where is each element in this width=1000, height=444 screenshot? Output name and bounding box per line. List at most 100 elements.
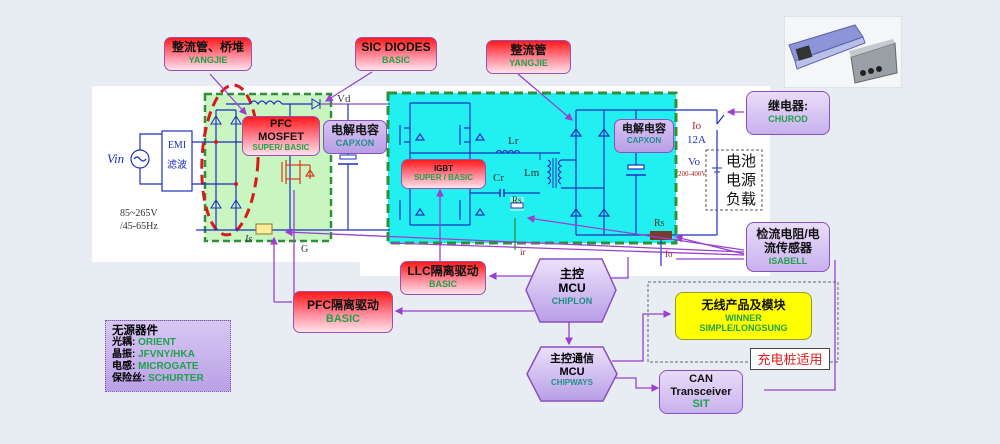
- lr-inductor-icon: [495, 149, 521, 155]
- callout-title: 整流管: [510, 43, 547, 57]
- passive-item-label: 电感:: [112, 361, 136, 372]
- callout-title-2: MCU: [558, 280, 586, 295]
- callout-title: 整流管、桥堆: [171, 40, 244, 54]
- battery-load-box: [705, 149, 763, 211]
- callout-vendor: CHIPWAYS: [551, 378, 593, 388]
- passive-components-panel: 无源器件 光耦: ORIENT 晶振: JFVNY/HKA 电感: MICROG…: [105, 320, 231, 392]
- battery-label-3: 负载: [726, 191, 757, 208]
- callout-sic-diodes[interactable]: SIC DIODES BASIC: [355, 37, 437, 71]
- callout-title-1: PFC: [270, 118, 292, 130]
- vo-range: 200-400V: [678, 170, 707, 178]
- callout-vendor-2: SIMPLE/LONGSUNG: [699, 323, 788, 334]
- lm-label: Lm: [524, 167, 540, 179]
- vin-label: Vin: [107, 151, 125, 166]
- callout-llc-driver[interactable]: LLC隔离驱动 BASIC: [400, 261, 486, 295]
- callout-title: 电解电容: [622, 123, 666, 135]
- pfc-diode-icon: [311, 98, 321, 110]
- rs-primary-label: Rs: [512, 195, 522, 205]
- callout-pfc-driver[interactable]: PFC隔离驱动 BASIC: [293, 291, 393, 333]
- callout-pfc-capacitor[interactable]: 电解电容 CAPXON: [323, 120, 387, 154]
- pfc-inductor-icon: [249, 100, 283, 106]
- is-sense-resistor-icon: [255, 223, 273, 235]
- callout-vendor: BASIC: [325, 312, 361, 325]
- callout-relay[interactable]: 继电器: CHUROD: [746, 91, 830, 135]
- passive-item-label: 晶振:: [112, 349, 136, 360]
- callout-igbt[interactable]: IGBT SUPER / BASIC: [401, 159, 486, 189]
- callout-vendor: CHIPLON: [551, 295, 593, 306]
- rs-primary-resistor-icon: [510, 202, 524, 209]
- callout-title-2: Transceiver: [670, 385, 732, 398]
- main-mcu-hexagon: [525, 258, 617, 323]
- passive-item-vendor: JFVNY/HKA: [138, 349, 195, 360]
- callout-title-2: 流传感器: [763, 240, 812, 255]
- callout-vendor-1: WINNER: [725, 312, 762, 323]
- relay-switch-icon: [716, 114, 725, 125]
- callout-can-transceiver[interactable]: CAN Transceiver SIT: [659, 370, 743, 414]
- pfc-mosfet-icon: [281, 160, 316, 184]
- emi-filter-block: [161, 130, 193, 192]
- callout-vendor: CAPXON: [626, 135, 662, 145]
- rs-output-label: Rs: [654, 218, 665, 229]
- callout-vendor: ISABELL: [768, 255, 808, 266]
- callout-vendor: SIT: [692, 398, 710, 411]
- comm-mcu-hexagon: [526, 346, 618, 402]
- callout-rectifier-bridge[interactable]: 整流管、桥堆 YANGJIE: [164, 37, 252, 71]
- callout-title: 继电器:: [768, 99, 808, 113]
- passive-item: 电感: MICROGATE: [112, 361, 224, 373]
- vd-label: Vd: [337, 93, 351, 105]
- comm-mcu-label[interactable]: 主控通信 MCU CHIPWAYS: [536, 353, 608, 387]
- rs-output-resistor-icon: [650, 231, 672, 240]
- passive-item-label: 光耦:: [112, 337, 136, 348]
- passive-item: 晶振: JFVNY/HKA: [112, 349, 224, 361]
- ir-label: ir: [520, 247, 526, 257]
- callout-title: 电解电容: [330, 123, 379, 137]
- battery-label-1: 电池: [726, 153, 757, 170]
- callout-title: IGBT: [433, 164, 454, 173]
- callout-pfc-mosfet[interactable]: PFC MOSFET SUPER/ BASIC: [242, 116, 320, 156]
- background-left: [0, 86, 92, 262]
- passive-item-vendor: MICROGATE: [138, 361, 199, 372]
- g-label: G: [301, 244, 309, 255]
- main-mcu-label[interactable]: 主控 MCU CHIPLON: [536, 267, 608, 306]
- callout-vendor: YANGJIE: [509, 57, 548, 68]
- passive-title: 无源器件: [112, 325, 158, 337]
- io-label: Io: [692, 120, 702, 132]
- product-photo: [784, 16, 902, 88]
- callout-vendor: SUPER/ BASIC: [252, 143, 310, 153]
- passive-item-vendor: ORIENT: [138, 337, 176, 348]
- callout-current-sensor[interactable]: 检流电阻/电 流传感器 ISABELL: [746, 222, 830, 272]
- passive-item-label: 保险丝:: [112, 373, 146, 384]
- emi-label-2: 滤波: [167, 160, 187, 171]
- callout-vendor: BASIC: [381, 54, 410, 65]
- callout-title-1: CAN: [689, 373, 713, 385]
- cr-label: Cr: [493, 172, 504, 184]
- callout-vendor: SUPER / BASIC: [413, 173, 474, 183]
- callout-title-1: 检流电阻/电: [756, 227, 820, 241]
- wireless-optional-region: [647, 281, 839, 363]
- emi-label-1: EMI: [167, 140, 187, 151]
- callout-vendor: BASIC: [428, 278, 457, 289]
- vo-label: Vo: [688, 156, 701, 168]
- callout-output-capacitor[interactable]: 电解电容 CAPXON: [614, 119, 674, 153]
- transformer-icon: [546, 159, 552, 185]
- input-range-2: /45-65Hz: [120, 221, 158, 232]
- battery-label-2: 电源: [726, 172, 757, 189]
- callout-title: LLC隔离驱动: [407, 264, 479, 278]
- battery-load-label: 电池 电源 负载: [726, 152, 756, 209]
- callout-title: 无线产品及模块: [701, 298, 786, 312]
- callout-vendor: CAPXON: [335, 137, 375, 148]
- passive-item-vendor: SCHURTER: [148, 373, 204, 384]
- callout-wireless[interactable]: 无线产品及模块 WINNER SIMPLE/LONGSUNG: [675, 292, 812, 340]
- callout-title-2: MCU: [559, 365, 585, 378]
- callout-title-2: MOSFET: [258, 130, 304, 143]
- callout-rectifier[interactable]: 整流管 YANGJIE: [486, 40, 571, 74]
- callout-vendor: CHUROD: [768, 113, 808, 124]
- callout-title-1: 主控: [559, 267, 584, 281]
- passive-item: 光耦: ORIENT: [112, 337, 224, 349]
- callout-title: PFC隔离驱动: [306, 298, 379, 312]
- io-small-label: Io: [665, 249, 673, 259]
- input-range-1: 85~265V: [120, 208, 158, 219]
- rectifier-highlight-ellipse: [200, 83, 260, 237]
- callout-vendor: YANGJIE: [188, 54, 228, 65]
